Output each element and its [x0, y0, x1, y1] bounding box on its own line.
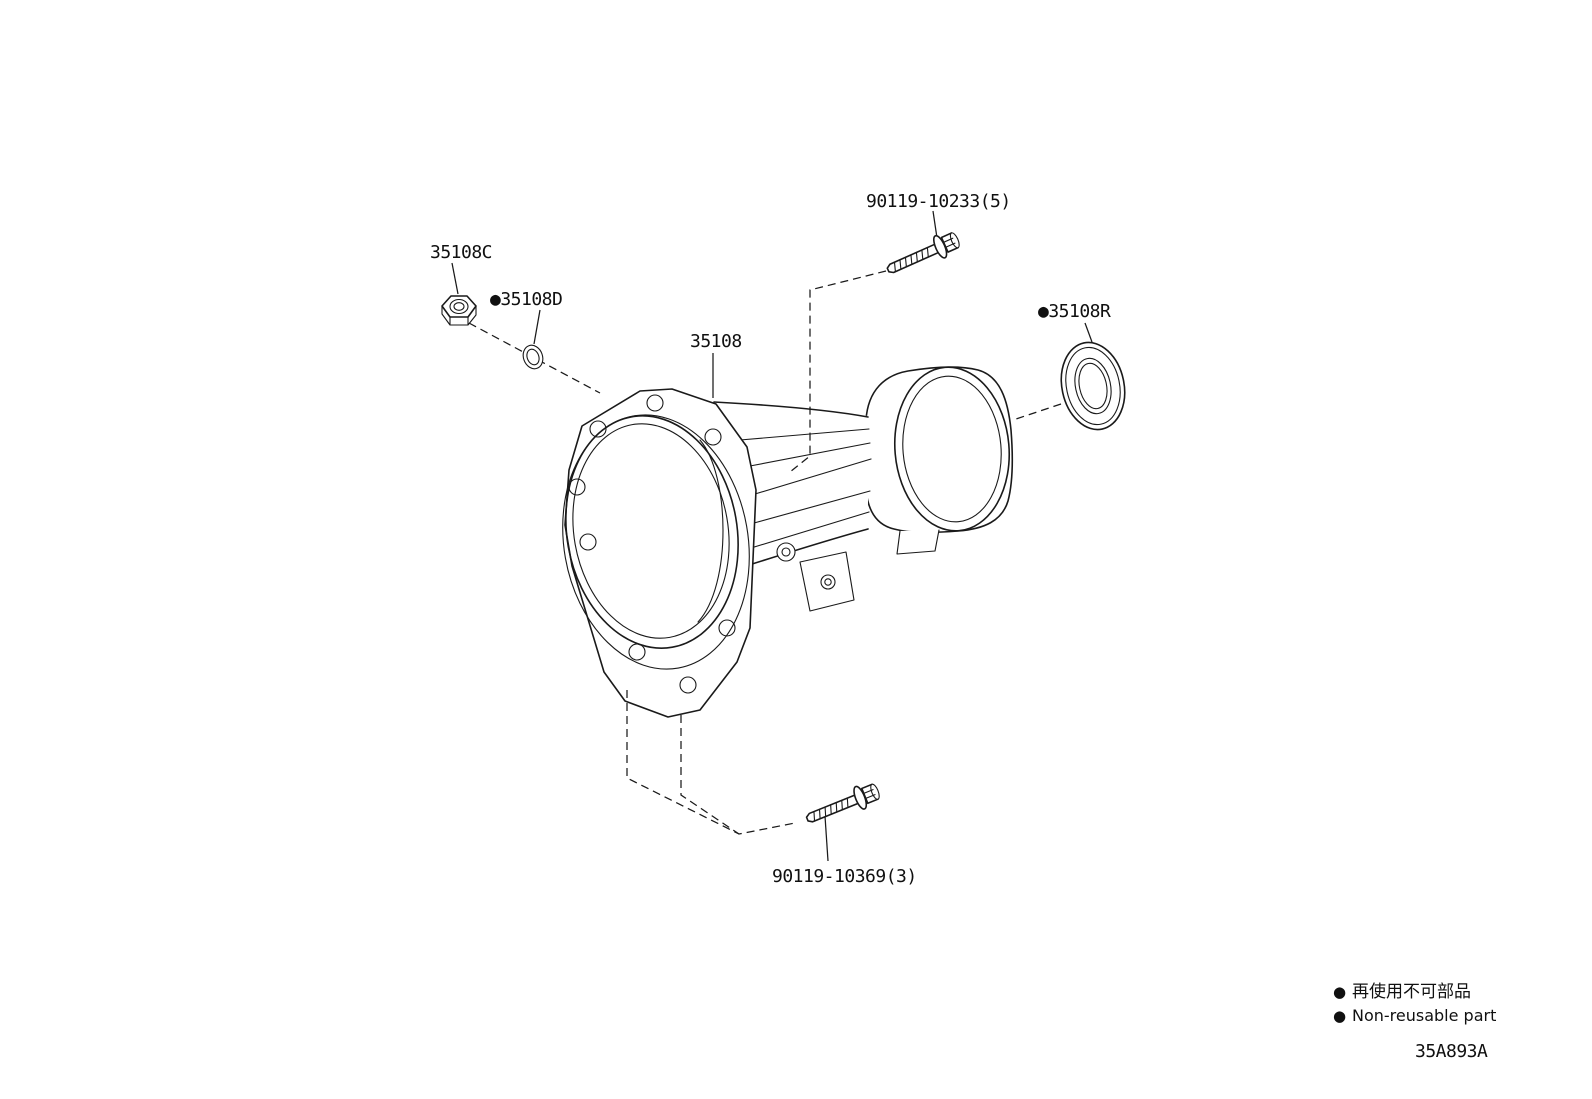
label-bolt-bottom: 90119-10369(3) [772, 866, 917, 887]
non-reusable-marker-icon: ● [1333, 1007, 1346, 1025]
flange-face [562, 388, 757, 718]
flange-bolt-holes [568, 394, 736, 694]
label-washer: ●35108D [490, 289, 562, 310]
bottom-bolt-drawing [802, 778, 884, 832]
bore-opening [565, 415, 739, 649]
label-seal: ●35108R [1038, 301, 1111, 322]
legend: ● 再使用不可部品 ● Non-reusable part [1333, 981, 1496, 1025]
part-labels: 90119-10233(5) 35108C ●35108D 35108 ●351… [430, 191, 1112, 887]
label-nut: 35108C [430, 242, 492, 263]
washer-drawing [522, 344, 544, 370]
non-reusable-marker-icon: ● [1333, 983, 1346, 1001]
top-bolt-drawing [882, 227, 964, 282]
legend-text-jp: 再使用不可部品 [1352, 981, 1471, 1002]
legend-text-en: Non-reusable part [1352, 1006, 1496, 1025]
label-bolt-top: 90119-10233(5) [866, 191, 1011, 212]
housing-drawing [562, 366, 1014, 718]
nut-drawing [441, 295, 477, 326]
diagram-code: 35A893A [1415, 1041, 1488, 1062]
leader-lines [451, 210, 1093, 862]
label-housing: 35108 [690, 331, 742, 352]
seal-drawing [1060, 341, 1126, 431]
rear-barrel [865, 366, 1014, 555]
